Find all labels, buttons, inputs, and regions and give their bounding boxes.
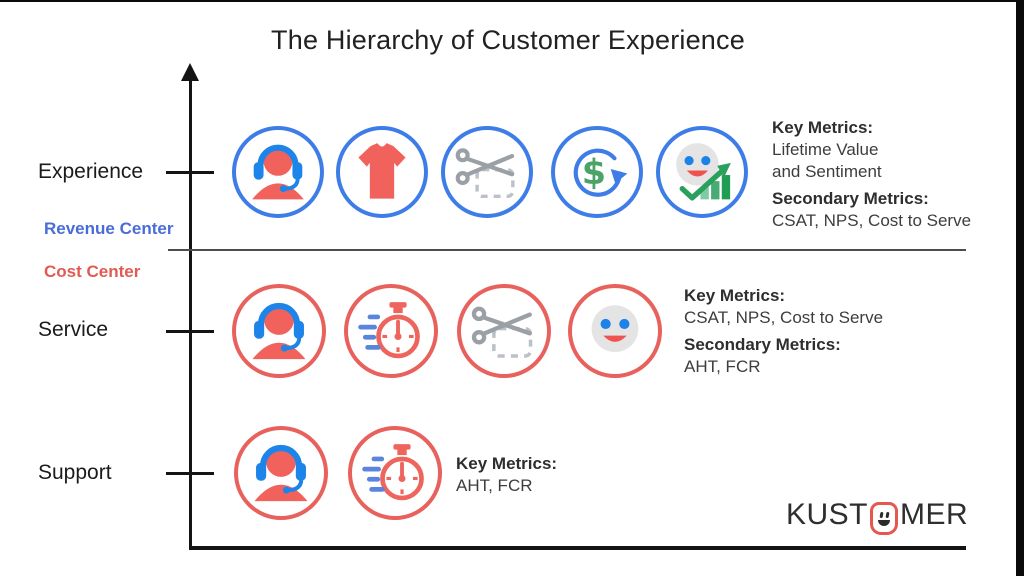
icon-circle xyxy=(336,126,428,218)
level-label-support: Support xyxy=(38,461,112,484)
key-metrics-value: Lifetime Value xyxy=(772,140,879,159)
experience-metrics: Key Metrics: Lifetime Value and Sentimen… xyxy=(772,117,971,232)
coupon-cut-scissors-icon xyxy=(461,288,547,374)
y-axis-arrowhead xyxy=(181,63,199,81)
support-agent-icon xyxy=(238,430,324,516)
t-shirt-icon xyxy=(340,130,424,214)
revenue-center-label: Revenue Center xyxy=(44,219,174,238)
icon-circle xyxy=(568,284,662,378)
y-axis-line xyxy=(189,79,192,548)
x-axis-line xyxy=(189,546,966,550)
fast-response-stopwatch-icon xyxy=(348,288,434,374)
logo-face-eyes xyxy=(879,511,890,518)
logo-text-after: MER xyxy=(900,498,969,531)
top-border-line xyxy=(0,0,1024,2)
cost-center-label: Cost Center xyxy=(44,262,141,281)
icon-circle xyxy=(348,426,442,520)
revenue-cost-divider-line xyxy=(168,249,966,251)
key-metrics-label: Key Metrics: xyxy=(456,454,558,473)
page-title: The Hierarchy of Customer Experience xyxy=(271,25,745,55)
support-tick xyxy=(166,472,214,475)
key-metrics-value: AHT, FCR xyxy=(456,476,533,495)
support-metrics: Key Metrics: AHT, FCR xyxy=(456,453,557,497)
key-metrics-value: CSAT, NPS, Cost to Serve xyxy=(684,308,884,327)
icon-circle xyxy=(344,284,438,378)
key-metrics-label: Key Metrics: xyxy=(772,118,874,137)
service-metrics: Key Metrics: CSAT, NPS, Cost to Serve Se… xyxy=(684,285,883,378)
secondary-metrics-value: AHT, FCR xyxy=(684,357,761,376)
key-metrics-label: Key Metrics: xyxy=(684,286,786,305)
logo-text-before: KUST xyxy=(786,498,869,531)
service-tick xyxy=(166,330,214,333)
fast-response-stopwatch-icon xyxy=(352,430,438,516)
support-agent-icon xyxy=(236,288,322,374)
icon-circle xyxy=(441,126,533,218)
secondary-metrics-label: Secondary Metrics: xyxy=(684,335,841,354)
secondary-metrics-value: CSAT, NPS, Cost to Serve xyxy=(772,211,972,230)
right-border-bar xyxy=(1016,0,1024,576)
kustomer-o-face-icon xyxy=(870,501,899,535)
kustomer-logo: KUST MER xyxy=(786,498,969,535)
icon-circle xyxy=(234,426,328,520)
coupon-cut-scissors-icon xyxy=(445,130,529,214)
level-label-experience: Experience xyxy=(38,160,144,183)
key-metrics-value: and Sentiment xyxy=(772,162,882,181)
icon-circle xyxy=(457,284,551,378)
logo-face-smile xyxy=(878,519,891,526)
icon-circle xyxy=(656,126,748,218)
secondary-metrics-label: Secondary Metrics: xyxy=(772,189,929,208)
support-agent-icon xyxy=(236,130,320,214)
experience-tick xyxy=(166,171,214,174)
icon-circle xyxy=(232,126,324,218)
sentiment-growth-smiley-icon xyxy=(660,130,744,214)
icon-circle xyxy=(551,126,643,218)
icon-circle xyxy=(232,284,326,378)
recurring-revenue-dollar-icon xyxy=(555,130,639,214)
happy-customer-smiley-icon xyxy=(572,288,658,374)
level-label-service: Service xyxy=(38,318,109,341)
